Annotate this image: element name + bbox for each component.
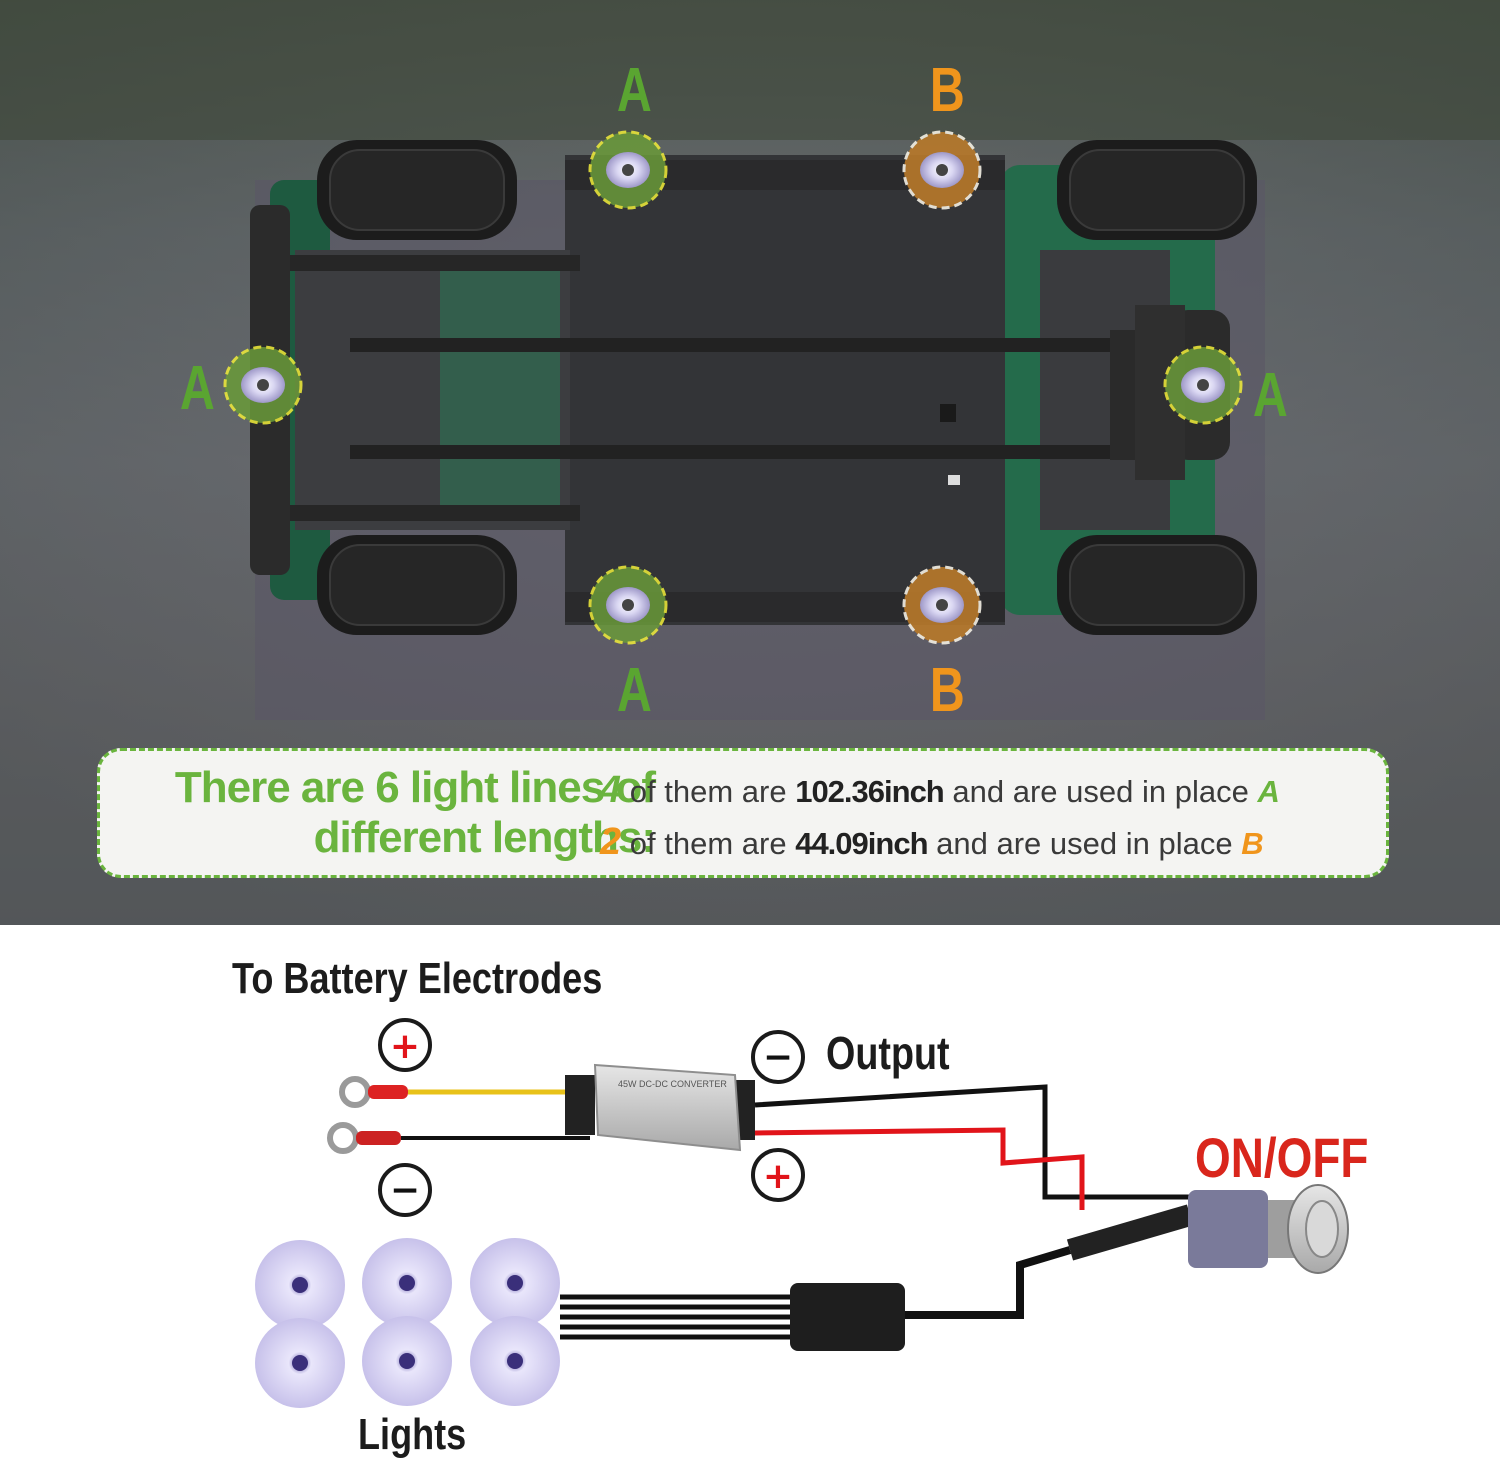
- info-row-b-count: 2: [600, 821, 622, 863]
- led-light-4: [255, 1318, 345, 1408]
- output-positive-wire: [754, 1127, 1085, 1210]
- led-light-3: [470, 1238, 560, 1328]
- marker-b-top: [902, 130, 982, 210]
- battery-minus-icon: −: [378, 1163, 432, 1217]
- cart-body: [250, 155, 1230, 625]
- marker-b-bottom: [902, 565, 982, 645]
- led-light-6: [470, 1316, 560, 1406]
- info-row-a-length: 102.36inch: [795, 774, 945, 809]
- label-b-bottom: B: [929, 656, 965, 725]
- marker-a-top: [588, 130, 668, 210]
- info-heading: There are 6 light lines of different len…: [110, 763, 656, 863]
- info-heading-line2: different lengths:: [313, 813, 656, 862]
- light-lines-info-box: There are 6 light lines of different len…: [97, 748, 1389, 878]
- info-heading-line1: There are 6 light lines of: [174, 763, 656, 812]
- lights-label: Lights: [358, 1410, 467, 1459]
- info-row-a-suffix: and are used in place: [952, 774, 1249, 809]
- marker-a-bottom: [588, 565, 668, 645]
- info-row-a-place: A: [1257, 774, 1280, 809]
- info-row-a: 4 of them are 102.36inch and are used in…: [600, 769, 1280, 812]
- info-row-b-text: of them are: [629, 826, 787, 861]
- output-plus-icon: +: [751, 1148, 805, 1202]
- output-negative-wire: [754, 1084, 1190, 1200]
- battery-positive-terminal: [339, 1076, 570, 1108]
- wiring-diagram: 45W DC-DC CONVERTER + − − +: [255, 1018, 1349, 1408]
- svg-text:+: +: [763, 1156, 793, 1197]
- info-row-a-count: 4: [600, 769, 622, 811]
- battery-negative-terminal: [327, 1122, 590, 1154]
- battery-plus-icon: +: [378, 1018, 432, 1072]
- label-a-bottom: A: [616, 656, 652, 725]
- info-row-b-place: B: [1241, 826, 1264, 861]
- info-row-b: 2 of them are 44.09inch and are used in …: [600, 821, 1264, 864]
- wheels: [317, 140, 1257, 635]
- label-b-top: B: [929, 56, 965, 125]
- wire-hub: [790, 1283, 905, 1351]
- svg-text:+: +: [390, 1026, 420, 1067]
- on-off-label: ON/OFF: [1195, 1126, 1369, 1189]
- on-off-switch: [1066, 1184, 1349, 1274]
- label-a-right: A: [1252, 361, 1288, 430]
- label-a-left: A: [179, 354, 215, 423]
- output-minus-icon: −: [751, 1030, 805, 1084]
- svg-text:−: −: [390, 1170, 420, 1211]
- light-wires: [560, 1294, 790, 1340]
- dc-dc-converter: 45W DC-DC CONVERTER: [565, 1063, 755, 1152]
- info-row-b-suffix: and are used in place: [936, 826, 1233, 861]
- converter-label: 45W DC-DC CONVERTER: [618, 1079, 727, 1089]
- marker-a-right: [1163, 345, 1243, 425]
- led-light-5: [362, 1316, 452, 1406]
- battery-electrodes-label: To Battery Electrodes: [232, 954, 603, 1003]
- led-light-2: [362, 1238, 452, 1328]
- info-row-a-text: of them are: [629, 774, 787, 809]
- output-label: Output: [826, 1027, 950, 1079]
- top-scene: A B A A A B There are 6 light lines of d…: [0, 0, 1500, 925]
- golf-cart-underside: [0, 0, 1500, 925]
- led-light-1: [255, 1240, 345, 1330]
- svg-text:−: −: [763, 1037, 793, 1078]
- info-row-b-length: 44.09inch: [795, 826, 928, 861]
- switch-to-hub-wire: [900, 1246, 1072, 1319]
- marker-a-left: [223, 345, 303, 425]
- label-a-top: A: [616, 56, 652, 125]
